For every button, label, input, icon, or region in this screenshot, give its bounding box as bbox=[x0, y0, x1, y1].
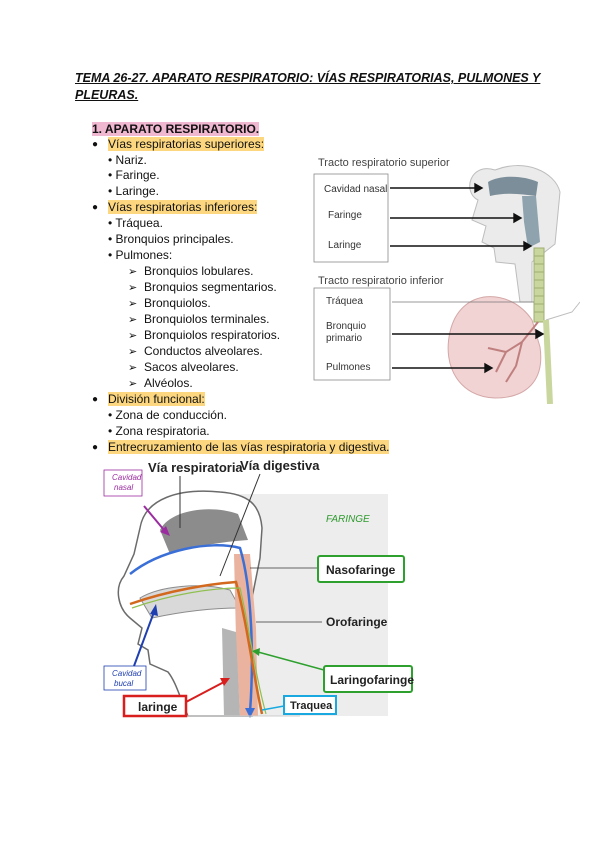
pharynx-shape bbox=[522, 196, 540, 248]
arrow-bullet-icon: ➢ bbox=[128, 282, 138, 294]
head-silhouette bbox=[469, 165, 561, 303]
oropharynx-label: Orofaringe bbox=[326, 615, 388, 629]
arrow-bullet-icon: ➢ bbox=[128, 266, 138, 278]
sub-list-item-text: Bronquiolos respiratorios. bbox=[144, 328, 281, 342]
sub-list-item-text: Bronquiolos. bbox=[144, 296, 211, 310]
sub-list-item: ➢ Bronquios lobulares. bbox=[128, 264, 253, 280]
arrow-bullet-icon: ➢ bbox=[128, 330, 138, 342]
bullet-icon: ● bbox=[92, 442, 99, 453]
sub-list-item-text: Conductos alveolares. bbox=[144, 344, 263, 358]
airway-title: Vía respiratoria bbox=[148, 460, 243, 475]
sub-list-item: ➢ Bronquiolos. bbox=[128, 296, 211, 312]
division-heading-text: División funcional: bbox=[108, 392, 205, 406]
oral-cavity-label-2: bucal bbox=[114, 679, 133, 688]
nasal-cavity-box bbox=[103, 469, 143, 497]
list-item: • Bronquios principales. bbox=[108, 232, 234, 246]
lower-tract-label: Tracto respiratorio inferior bbox=[318, 275, 444, 287]
lung-shape bbox=[447, 296, 542, 399]
sub-list-item-text: Bronquiolos terminales. bbox=[144, 312, 270, 326]
division-heading: División funcional: bbox=[108, 392, 205, 407]
oral-cavity-label: Cavidad bbox=[112, 669, 142, 678]
larynx-label: Laringe bbox=[328, 240, 362, 251]
trachea-label: Tráquea bbox=[326, 296, 363, 307]
crossing-heading: Entrecruzamiento de las vías respiratori… bbox=[108, 440, 390, 455]
lungs-label: Pulmones bbox=[326, 362, 370, 373]
sub-list-item-text: Sacos alveolares. bbox=[144, 360, 239, 374]
laryngopharynx-box bbox=[323, 665, 413, 693]
list-item-text: Zona de conducción. bbox=[115, 408, 227, 422]
list-item-text: Zona respiratoria. bbox=[115, 424, 210, 438]
pharynx-title: FARINGE bbox=[326, 514, 370, 525]
list-item-text: Faringe. bbox=[115, 168, 160, 182]
section-heading-text: 1. APARATO RESPIRATORIO. bbox=[92, 122, 260, 136]
nasopharynx-box bbox=[317, 555, 405, 583]
list-item: • Zona respiratoria. bbox=[108, 424, 210, 438]
upper-heading-text: Vías respiratorias superiores: bbox=[108, 137, 265, 151]
upper-heading: Vías respiratorias superiores: bbox=[108, 137, 265, 152]
nasal-cavity-label: Cavidad nasal bbox=[324, 184, 387, 195]
bullet-icon: ● bbox=[92, 202, 99, 213]
list-item: • Laringe. bbox=[108, 184, 159, 198]
list-item: • Tráquea. bbox=[108, 216, 163, 230]
list-item-text: Nariz. bbox=[115, 153, 147, 167]
list-item: • Zona de conducción. bbox=[108, 408, 227, 422]
sub-list-item: ➢ Bronquios segmentarios. bbox=[128, 280, 277, 296]
sub-list-item-text: Alvéolos. bbox=[144, 376, 193, 390]
lower-heading: Vías respiratorias inferiores: bbox=[108, 200, 258, 215]
list-item-text: Tráquea. bbox=[115, 216, 163, 230]
digestive-title: Vía digestiva bbox=[240, 458, 320, 473]
sub-list-item: ➢ Sacos alveolares. bbox=[128, 360, 239, 376]
list-item-text: Laringe. bbox=[115, 184, 159, 198]
larynx-box bbox=[122, 694, 188, 718]
list-item: • Faringe. bbox=[108, 168, 160, 182]
nasopharynx-label: Nasofaringe bbox=[326, 563, 396, 577]
crossing-heading-text: Entrecruzamiento de las vías respiratori… bbox=[108, 440, 390, 454]
sub-list-item-text: Bronquios lobulares. bbox=[144, 264, 254, 278]
trachea-box bbox=[283, 695, 337, 715]
arrow-bullet-icon: ➢ bbox=[128, 346, 138, 358]
sub-list-item: ➢ Bronquiolos terminales. bbox=[128, 312, 269, 328]
bronchus-label: Bronquio bbox=[326, 321, 366, 332]
pharynx-label: Faringe bbox=[328, 210, 362, 221]
sub-list-item: ➢ Conductos alveolares. bbox=[128, 344, 263, 360]
nasal-cavity-shape bbox=[160, 509, 248, 554]
arrow-bullet-icon: ➢ bbox=[128, 378, 138, 390]
trachea-label: Traquea bbox=[290, 700, 333, 712]
bullet-icon: ● bbox=[92, 139, 99, 150]
nasal-cavity-shape bbox=[488, 176, 538, 196]
larynx-column bbox=[222, 628, 240, 716]
digestive-path bbox=[129, 580, 264, 715]
laryngopharynx-label: Laringofaringe bbox=[330, 673, 414, 687]
list-item: • Nariz. bbox=[108, 153, 147, 167]
nasal-cavity-label: Cavidad bbox=[112, 473, 142, 482]
sub-list-item: ➢ Bronquiolos respiratorios. bbox=[128, 328, 280, 344]
sub-list-item-text: Bronquios segmentarios. bbox=[144, 280, 277, 294]
list-item: • Pulmones: bbox=[108, 248, 173, 262]
nasal-cavity-label-2: nasal bbox=[114, 483, 133, 492]
arrow-bullet-icon: ➢ bbox=[128, 298, 138, 310]
bullet-icon: ● bbox=[92, 394, 99, 405]
section-heading: 1. APARATO RESPIRATORIO. bbox=[92, 122, 260, 137]
trachea-shape bbox=[533, 247, 545, 323]
list-item-text: Pulmones: bbox=[115, 248, 173, 262]
lower-heading-text: Vías respiratorias inferiores: bbox=[108, 200, 258, 214]
list-item-text: Bronquios principales. bbox=[115, 232, 234, 246]
page-title: TEMA 26-27. APARATO RESPIRATORIO: VÍAS R… bbox=[75, 71, 541, 102]
sub-list-item: ➢ Alvéolos. bbox=[128, 376, 193, 392]
pharynx-crossing-figure: Vía respiratoria Vía digestiva Cavidad n… bbox=[103, 458, 414, 718]
bronchus-label-2: primario bbox=[326, 333, 363, 344]
oral-cavity-box bbox=[103, 665, 147, 691]
arrow-bullet-icon: ➢ bbox=[128, 362, 138, 374]
larynx-label: laringe bbox=[138, 700, 178, 714]
pointer-arrows bbox=[390, 182, 545, 374]
upper-tract-label: Tracto respiratorio superior bbox=[318, 157, 450, 169]
respiratory-tract-figure: Tracto respiratorio superior Cavidad nas… bbox=[313, 157, 580, 404]
arrow-bullet-icon: ➢ bbox=[128, 314, 138, 326]
